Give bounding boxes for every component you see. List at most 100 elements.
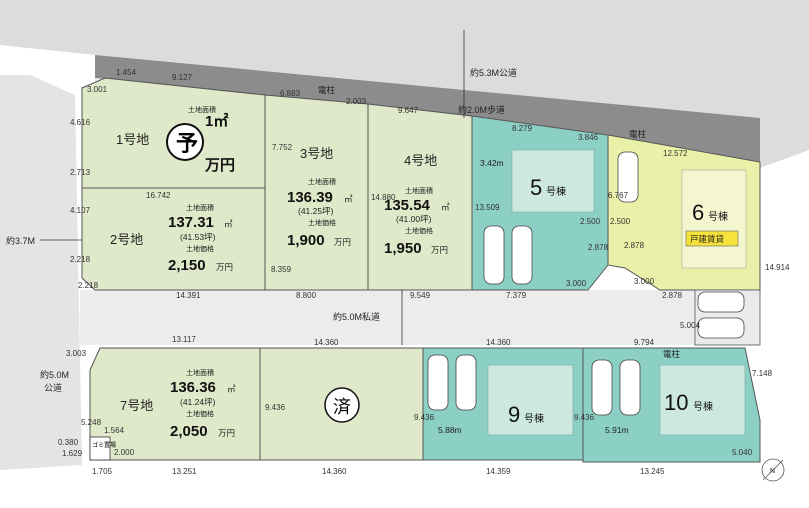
dim-label: 5.248 — [81, 418, 102, 427]
dim-label: 9.647 — [398, 106, 419, 115]
road-label-private: 約5.0M私道 — [333, 311, 380, 322]
house-6-footprint — [681, 169, 747, 269]
lot-7-area-unit: ㎡ — [227, 384, 236, 394]
dim-label: 9.127 — [172, 73, 193, 82]
reserved-stamp-circle — [166, 123, 204, 161]
private-road — [80, 290, 760, 345]
compass-needle — [762, 459, 784, 481]
lot-3-tsubo: (41.25坪) — [298, 206, 334, 216]
lot-3-area-label: 土地面積 — [308, 177, 336, 186]
left-road — [0, 75, 82, 470]
lot-7-tsubo: (41.24坪) — [180, 397, 216, 407]
sold-stamp: 済 — [333, 397, 351, 417]
lot-2 — [81, 187, 266, 291]
dim-label: 14.360 — [314, 338, 339, 347]
house-9-width: 5.88m — [438, 425, 462, 435]
lot-3-price-unit: 万円 — [334, 237, 351, 247]
house-6-suffix: 号棟 — [708, 210, 728, 223]
dim-label: 5.004 — [680, 321, 701, 330]
road-label-left-public-2: 公道 — [44, 382, 62, 393]
dim-label: 9.794 — [634, 338, 655, 347]
house-5-width: 3.42m — [480, 158, 504, 168]
house-5-number: 5 — [530, 175, 542, 200]
dimensions: 1.454 9.127 3.001 4.616 2.713 4.107 2.21… — [58, 68, 790, 476]
house-5-suffix: 号棟 — [546, 185, 566, 198]
lot-7 — [89, 347, 261, 461]
dim-label: 3.000 — [634, 277, 655, 286]
dim-label: 1.705 — [92, 467, 113, 476]
lot-7-area: 136.36 — [170, 379, 216, 396]
lot-2-area-label: 土地面積 — [186, 203, 214, 212]
lot-4-area-unit: ㎡ — [441, 202, 450, 212]
sold-stamp-circle — [324, 387, 360, 423]
garbage-label: ゴミ置場 — [92, 441, 116, 449]
house-10-footprint — [659, 364, 746, 436]
dim-label: 2.000 — [114, 448, 135, 457]
dim-label: 2.218 — [70, 255, 91, 264]
lot-4-label: 4号地 — [404, 153, 437, 168]
lot-2-area-unit: ㎡ — [224, 219, 233, 229]
lot-3-price-label: 土地価格 — [308, 218, 336, 227]
lot-1-price-partial: 万円 — [204, 157, 235, 174]
dim-label: 9.436 — [265, 403, 286, 412]
garbage-area — [89, 436, 111, 461]
pole-label: 電柱 — [318, 85, 336, 95]
dim-label: 14.880 — [371, 193, 396, 202]
lot-7-price: 2,050 — [170, 423, 208, 440]
lot-3-area-unit: ㎡ — [344, 194, 353, 204]
dim-label: 3.846 — [578, 133, 599, 142]
lot-2-price-unit: 万円 — [216, 262, 233, 272]
dim-label: 4.616 — [70, 118, 91, 127]
dim-label: 0.380 — [58, 438, 79, 447]
dim-label: 1.629 — [62, 449, 83, 458]
lot-1-area-label: 土地面積 — [188, 105, 216, 114]
lot-2-label: 2号地 — [110, 232, 143, 247]
pole-label: 電柱 — [663, 349, 681, 359]
dim-label: 7.379 — [506, 291, 527, 300]
lot-7-price-unit: 万円 — [218, 428, 235, 438]
dim-label: 7.148 — [752, 369, 773, 378]
dim-label: 6.883 — [280, 89, 301, 98]
lot-2-price: 2,150 — [168, 257, 206, 274]
dim-label: 14.391 — [176, 291, 201, 300]
dim-label: 9.436 — [414, 413, 435, 422]
dim-label: 13.251 — [172, 467, 197, 476]
dim-label: 8.279 — [512, 124, 533, 133]
lot-2-price-label: 土地価格 — [186, 244, 214, 253]
house-10-number: 10 — [664, 390, 688, 415]
pole-label: 電柱 — [629, 129, 647, 139]
dim-label: 1.564 — [104, 426, 125, 435]
dim-label: 4.107 — [70, 206, 91, 215]
house-10-suffix: 号棟 — [693, 400, 713, 413]
house-9-footprint — [487, 364, 574, 436]
dim-label: 2.003 — [346, 97, 367, 106]
lot-3-area: 136.39 — [287, 189, 333, 206]
dim-label: 5.040 — [732, 448, 753, 457]
lot-4-price-unit: 万円 — [431, 245, 448, 255]
dim-label: 8.359 — [271, 265, 292, 274]
dim-label: 14.360 — [322, 467, 347, 476]
compass-label: N — [770, 468, 775, 475]
dim-label: 14.914 — [765, 263, 790, 272]
dim-label: 1.454 — [116, 68, 137, 77]
house-9-suffix: 号棟 — [524, 412, 544, 425]
lot-2-tsubo: (41.53坪) — [180, 232, 216, 242]
lot-3-price: 1,900 — [287, 232, 325, 249]
dim-label: 6.767 — [608, 191, 629, 200]
lot-4-tsubo: (41.00坪) — [396, 214, 432, 224]
dim-label: 3.000 — [566, 279, 587, 288]
road-label-53: 約5.3M公道 — [470, 67, 517, 78]
lot-3-label: 3号地 — [300, 146, 333, 161]
dim-label: 13.509 — [475, 203, 500, 212]
dim-label: 3.003 — [66, 349, 87, 358]
house-6-badge: 戸建賃貸 — [690, 234, 725, 244]
house-6-number: 6 — [692, 200, 704, 225]
lot-1-label: 1号地 — [116, 132, 149, 147]
dim-label: 2.878 — [588, 243, 609, 252]
lot-4-area-label: 土地面積 — [405, 186, 433, 195]
dim-label: 9.549 — [410, 291, 431, 300]
car-icon — [427, 151, 745, 416]
dim-label: 2.218 — [78, 281, 99, 290]
